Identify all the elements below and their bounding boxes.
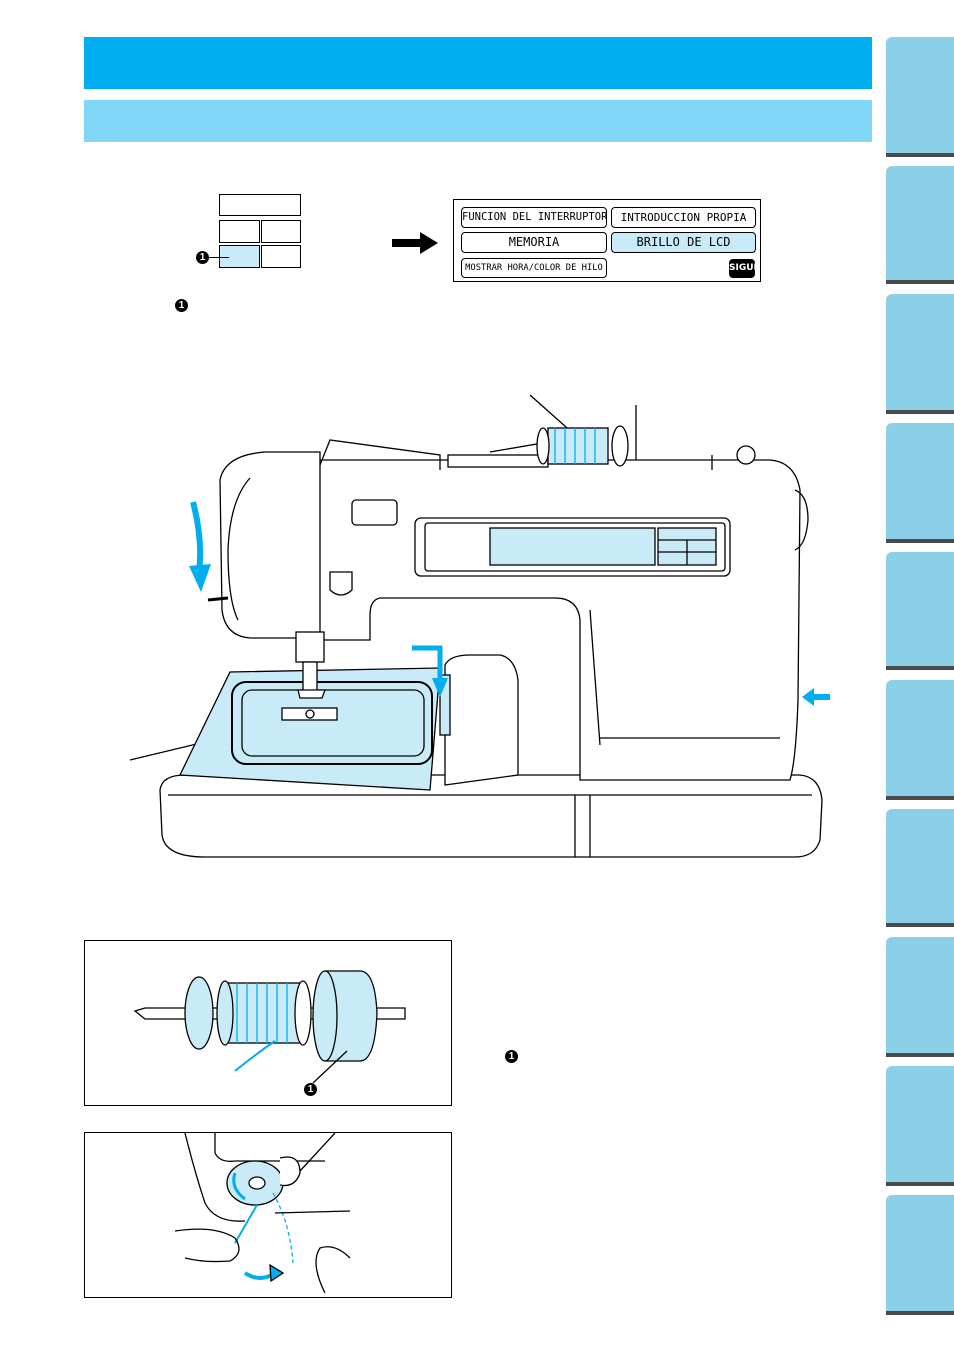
bobbin-illustration-frame	[84, 1132, 452, 1298]
lcd-settings-screen: FUNCION DEL INTERRUPTOR INTRODUCCION PRO…	[453, 199, 761, 282]
right-arrow-icon	[392, 232, 438, 254]
side-tab-3[interactable]	[886, 294, 954, 410]
key-grid-top	[219, 194, 301, 216]
embroidery-machine-illustration	[129, 394, 823, 858]
spool-cap-marker: 1	[304, 1083, 317, 1096]
section-header-bar	[84, 37, 872, 89]
side-tab-5[interactable]	[886, 552, 954, 666]
spool-illustration-frame: 1	[84, 940, 452, 1106]
curved-down-arrow-icon	[189, 501, 211, 592]
spool-text-marker: 1	[505, 1050, 518, 1063]
spool-on-pin-illustration	[133, 970, 406, 1084]
lcd-button-memory[interactable]: MEMORIA	[461, 232, 607, 253]
side-tab-2[interactable]	[886, 166, 954, 280]
key-grid-mid-left	[219, 220, 260, 243]
lcd-button-time-thread-color[interactable]: MOSTRAR HORA/COLOR DE HILO	[461, 258, 607, 278]
side-tab-4[interactable]	[886, 423, 954, 539]
bobbin-insertion-illustration	[174, 1132, 351, 1294]
side-tab-1[interactable]	[886, 37, 954, 153]
side-tab-10[interactable]	[886, 1195, 954, 1311]
key-grid-marker: 1	[196, 251, 209, 264]
side-tab-6[interactable]	[886, 680, 954, 796]
side-tab-9[interactable]	[886, 1066, 954, 1182]
lcd-button-lcd-brightness[interactable]: BRILLO DE LCD	[611, 232, 756, 253]
key-grid-leader	[209, 257, 229, 258]
side-tab-8[interactable]	[886, 937, 954, 1053]
key-grid-mid-right	[261, 220, 301, 243]
left-arrow-icon	[802, 688, 830, 706]
lcd-next-button[interactable]: SIGUI	[729, 259, 757, 278]
key-grid-bottom-right	[261, 245, 301, 268]
lcd-button-switch-function[interactable]: FUNCION DEL INTERRUPTOR	[461, 207, 607, 228]
bend-arrow-icon	[412, 645, 448, 697]
lcd-button-self-introduction[interactable]: INTRODUCCION PROPIA	[611, 207, 756, 228]
side-tab-7[interactable]	[886, 809, 954, 923]
section-subheader-bar	[84, 100, 872, 142]
caption-marker: 1	[175, 299, 188, 312]
key-grid-settings-key	[219, 245, 260, 268]
